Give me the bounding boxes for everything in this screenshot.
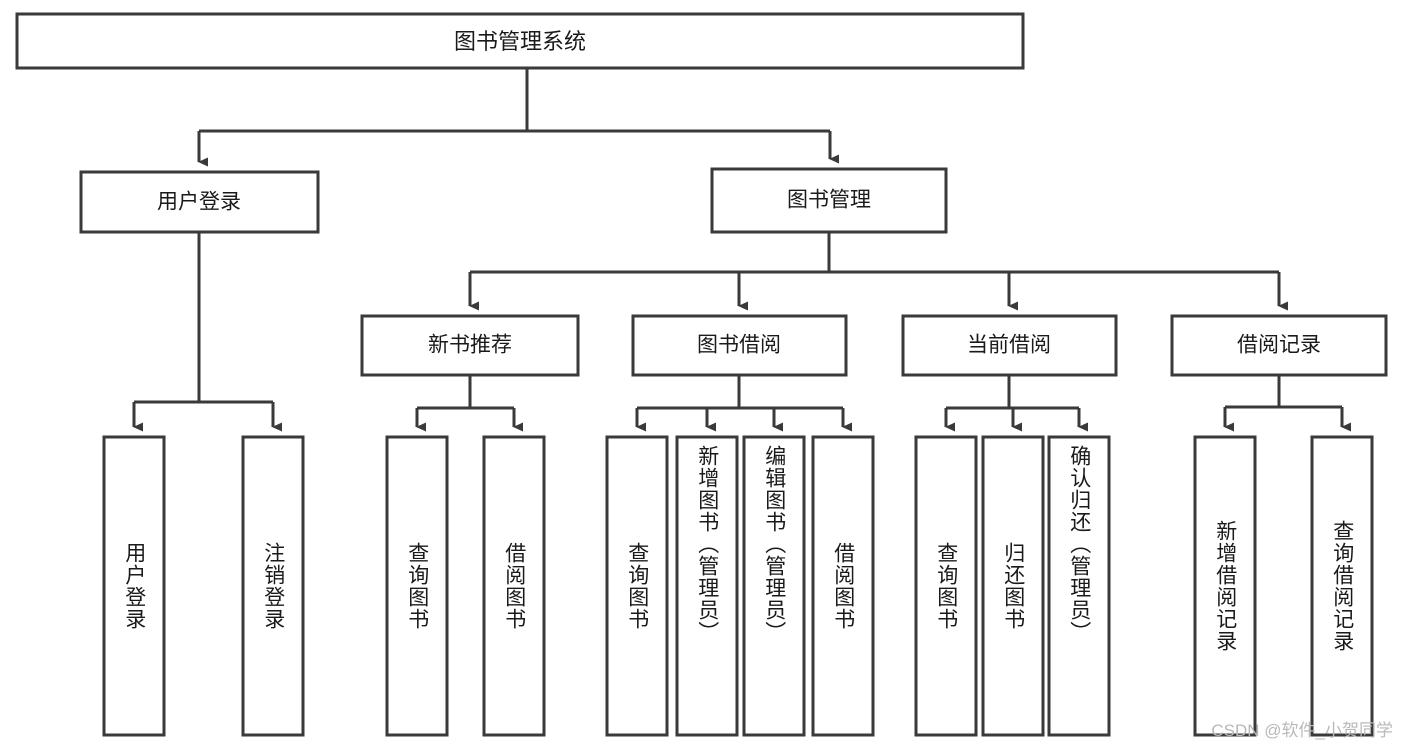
- node-leaf-query-record-box[interactable]: [1310, 435, 1374, 737]
- leaf-box-layer: [102, 435, 1374, 737]
- node-leaf-add-book-box[interactable]: [675, 435, 739, 737]
- node-user-login[interactable]: 用户登录: [79, 170, 320, 234]
- node-leaf-borrow-book-2-box[interactable]: [811, 435, 875, 737]
- node-root-label: 图书管理系统: [454, 29, 586, 54]
- node-leaf-return-book-box[interactable]: [981, 435, 1045, 737]
- node-user-login-box[interactable]: [79, 170, 320, 234]
- node-leaf-confirm-return-box[interactable]: [1047, 435, 1111, 737]
- node-book-manage-box[interactable]: [710, 167, 948, 234]
- node-book-manage-label: 图书管理: [787, 189, 871, 212]
- node-root-box[interactable]: [15, 12, 1025, 70]
- connector-layer: [132, 68, 1352, 432]
- node-book-borrow-box[interactable]: [631, 314, 848, 377]
- node-leaf-user-login-box[interactable]: [102, 435, 166, 737]
- node-book-borrow-label: 图书借阅: [697, 334, 781, 357]
- node-user-login-label: 用户登录: [157, 191, 241, 214]
- node-current-borrow-box[interactable]: [901, 314, 1118, 377]
- node-new-book-recommend-label: 新书推荐: [428, 334, 512, 357]
- node-book-manage[interactable]: 图书管理: [710, 167, 948, 234]
- node-new-book-recommend-box[interactable]: [360, 314, 580, 377]
- node-new-book-recommend[interactable]: 新书推荐: [360, 314, 580, 377]
- node-leaf-query-book-2-box[interactable]: [605, 435, 669, 737]
- node-leaf-query-book-1-box[interactable]: [385, 435, 449, 737]
- node-current-borrow[interactable]: 当前借阅: [901, 314, 1118, 377]
- node-borrow-record-box[interactable]: [1170, 314, 1388, 377]
- node-leaf-borrow-book-1-box[interactable]: [482, 435, 546, 737]
- node-book-borrow[interactable]: 图书借阅: [631, 314, 848, 377]
- node-leaf-logout-box[interactable]: [241, 435, 305, 737]
- node-leaf-edit-book-box[interactable]: [742, 435, 806, 737]
- node-current-borrow-label: 当前借阅: [967, 334, 1051, 357]
- node-leaf-add-record-box[interactable]: [1193, 435, 1257, 737]
- node-root[interactable]: 图书管理系统: [15, 12, 1025, 70]
- watermark-text: CSDN @软件_小贺同学: [1211, 721, 1393, 740]
- node-leaf-query-book-3-box[interactable]: [914, 435, 978, 737]
- node-borrow-record-label: 借阅记录: [1237, 334, 1321, 357]
- node-borrow-record[interactable]: 借阅记录: [1170, 314, 1388, 377]
